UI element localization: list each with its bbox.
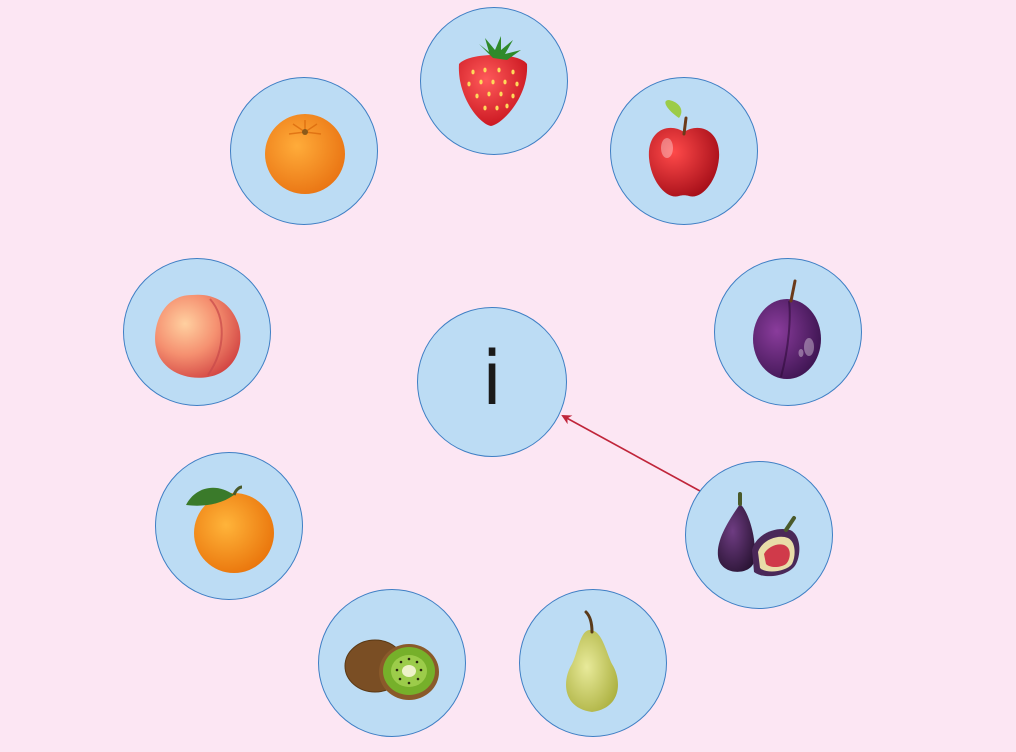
fig-icon bbox=[717, 492, 800, 577]
fruit-circle-kiwi bbox=[318, 589, 466, 737]
apple-icon bbox=[648, 100, 720, 197]
fruit-circle-fig bbox=[685, 461, 833, 609]
strawberry-icon bbox=[458, 36, 528, 126]
fruit-circle-plum bbox=[714, 258, 862, 406]
orange-icon bbox=[186, 485, 274, 573]
fruit-circle-tangerine bbox=[230, 77, 378, 225]
fruit-circle-apple bbox=[610, 77, 758, 225]
kiwi-icon bbox=[344, 639, 439, 700]
fruit-circle-orange bbox=[155, 452, 303, 600]
center-letter-circle: i bbox=[417, 307, 567, 457]
center-letter: i bbox=[481, 336, 503, 422]
fruit-circle-strawberry bbox=[420, 7, 568, 155]
peach-icon bbox=[155, 294, 241, 378]
tangerine-icon bbox=[265, 114, 345, 194]
fruit-circle-pear bbox=[519, 589, 667, 737]
plum-icon bbox=[753, 279, 821, 379]
pear-icon bbox=[566, 610, 618, 712]
fruit-circle-peach bbox=[123, 258, 271, 406]
